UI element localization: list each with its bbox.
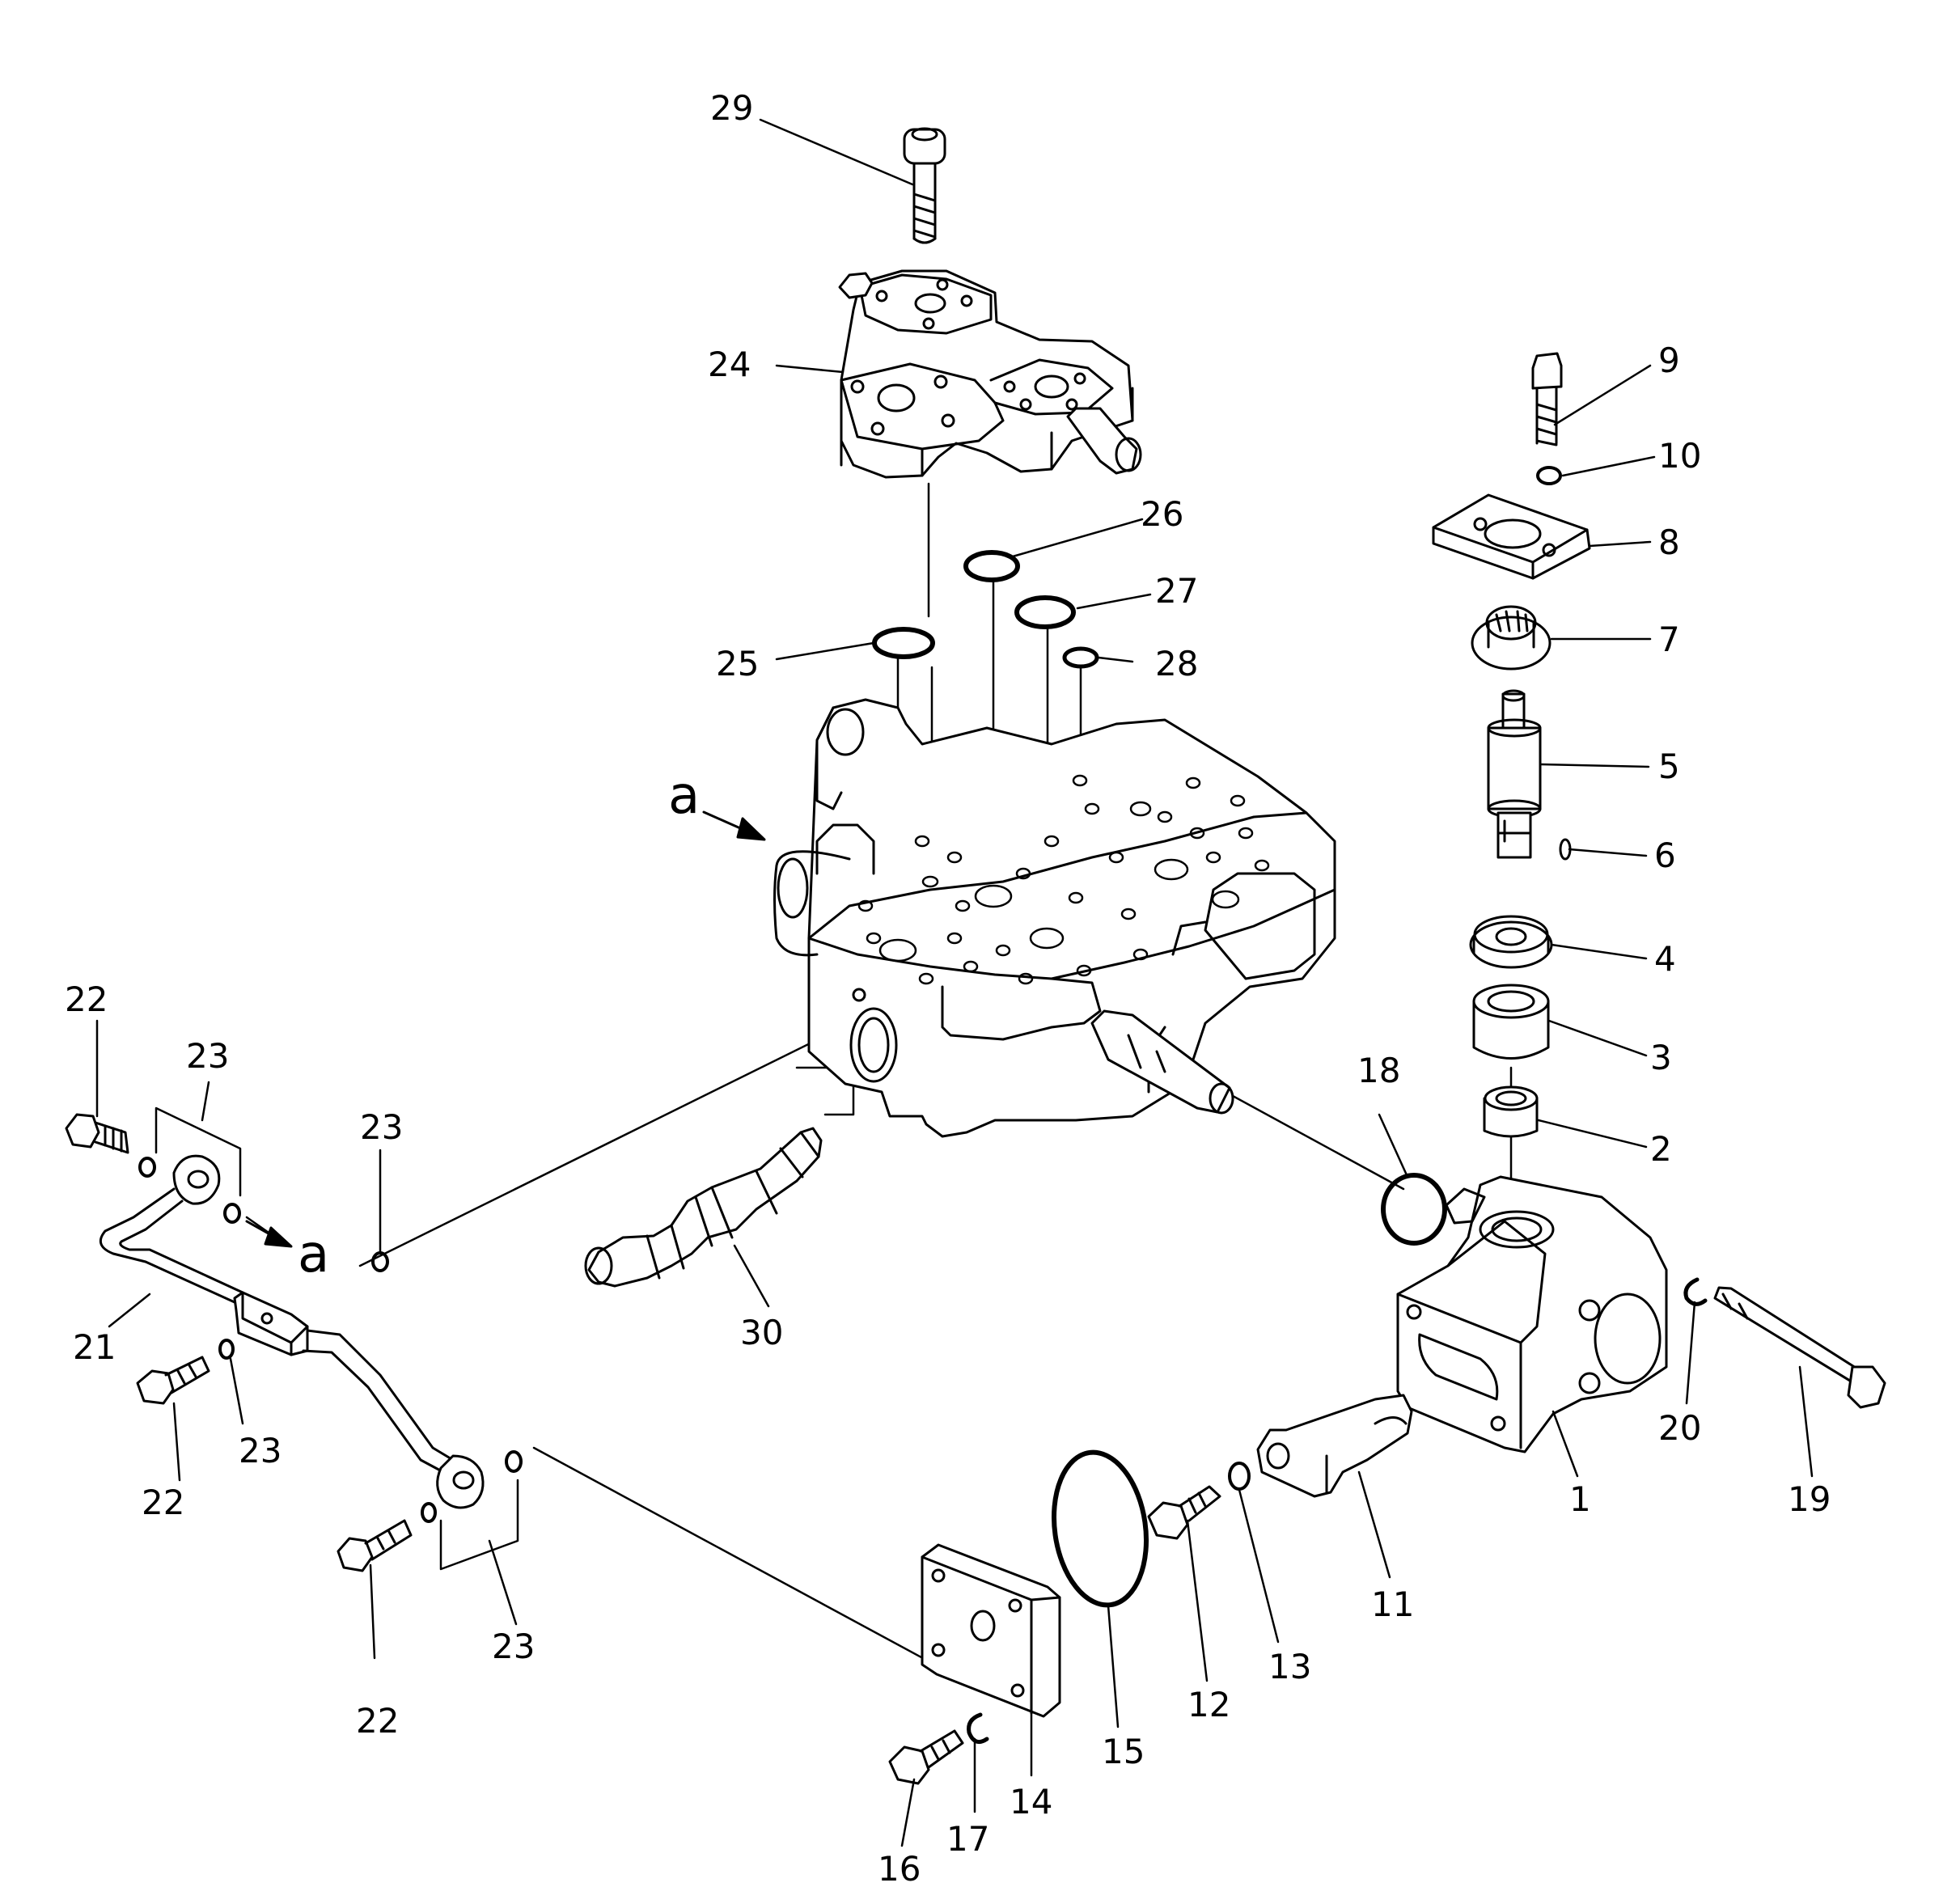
part-27-o-ring xyxy=(1014,595,1076,629)
part-26-o-ring xyxy=(963,550,1020,582)
part-18-o-ring xyxy=(1381,1173,1447,1246)
part-15-o-ring xyxy=(1051,1449,1149,1608)
callout-18: 18 xyxy=(1357,1051,1400,1090)
part-29-socket-bolt xyxy=(903,127,946,244)
callout-23-middle: 23 xyxy=(239,1431,282,1470)
part-19-bolt xyxy=(1713,1286,1886,1409)
part-2-needle-bearing xyxy=(1483,1085,1539,1138)
callout-28: 28 xyxy=(1155,644,1198,683)
part-10-washer xyxy=(1536,466,1562,485)
callout-26: 26 xyxy=(1141,494,1183,534)
callout-23-pipe-end: 23 xyxy=(360,1107,403,1147)
callout-22-middle: 22 xyxy=(142,1483,184,1522)
callout-24: 24 xyxy=(708,345,751,384)
callout-13: 13 xyxy=(1268,1647,1311,1686)
part-22-bolt-middle xyxy=(136,1356,210,1405)
callout-10: 10 xyxy=(1658,436,1701,476)
callout-2: 2 xyxy=(1650,1129,1672,1169)
part-9-bolt xyxy=(1531,352,1563,446)
part-25-o-ring xyxy=(872,627,935,659)
callout-16: 16 xyxy=(878,1849,921,1883)
part-20-snap-ring xyxy=(1683,1277,1708,1306)
callout-30: 30 xyxy=(740,1313,783,1352)
part-3-bushing xyxy=(1472,984,1550,1060)
callout-6: 6 xyxy=(1654,836,1676,875)
view-arrow-upper xyxy=(702,810,766,841)
control-valve-body xyxy=(773,698,1336,1138)
part-7-gear xyxy=(1471,605,1551,671)
callout-23-lower-bracket: 23 xyxy=(492,1627,535,1666)
callout-12: 12 xyxy=(1187,1685,1230,1724)
part-24-manifold-block xyxy=(838,269,1142,479)
callout-9: 9 xyxy=(1658,341,1680,380)
part-13-washer xyxy=(1228,1462,1251,1491)
callout-15: 15 xyxy=(1102,1732,1145,1771)
part-28-o-ring xyxy=(1062,646,1099,669)
callout-1: 1 xyxy=(1569,1479,1591,1519)
callout-3: 3 xyxy=(1650,1038,1672,1077)
callout-19: 19 xyxy=(1788,1479,1831,1519)
part-12-bolt xyxy=(1147,1485,1221,1540)
part-21-pipe xyxy=(99,1154,485,1509)
callout-17: 17 xyxy=(946,1819,989,1859)
view-marker-a-upper: a xyxy=(668,766,700,826)
part-4-bearing xyxy=(1469,915,1553,969)
leader-lines xyxy=(95,118,1814,1847)
view-marker-a-lower: a xyxy=(298,1225,329,1284)
part-22-bolt-lower xyxy=(337,1519,413,1572)
callout-11: 11 xyxy=(1371,1584,1414,1624)
part-1-case xyxy=(1396,1175,1668,1453)
callout-7: 7 xyxy=(1658,620,1680,659)
part-8-plate xyxy=(1432,493,1591,580)
callout-labels: 29 24 26 27 25 28 9 10 8 7 5 6 4 3 2 18 … xyxy=(65,88,1831,1887)
part-14-cover xyxy=(921,1543,1061,1718)
part-17-washer xyxy=(967,1712,989,1745)
part-22-bolt-upper xyxy=(65,1113,129,1154)
part-16-bolt xyxy=(888,1729,964,1785)
callout-23-upper-bracket: 23 xyxy=(186,1036,229,1076)
callout-27: 27 xyxy=(1155,571,1198,611)
callout-25: 25 xyxy=(716,644,759,683)
part-11-lever xyxy=(1256,1394,1413,1498)
callout-21: 21 xyxy=(73,1327,116,1367)
callout-14: 14 xyxy=(1010,1782,1052,1821)
callout-22-lower: 22 xyxy=(356,1701,399,1741)
callout-4: 4 xyxy=(1654,939,1676,979)
callout-5: 5 xyxy=(1658,747,1680,786)
callout-22-upper: 22 xyxy=(65,979,108,1019)
callout-20: 20 xyxy=(1658,1408,1701,1448)
view-arrow-lower xyxy=(245,1220,293,1248)
part-30-relief-valve xyxy=(584,1127,823,1288)
part-5-shaft xyxy=(1487,689,1542,859)
callout-29: 29 xyxy=(710,88,753,128)
callout-8: 8 xyxy=(1658,523,1680,562)
